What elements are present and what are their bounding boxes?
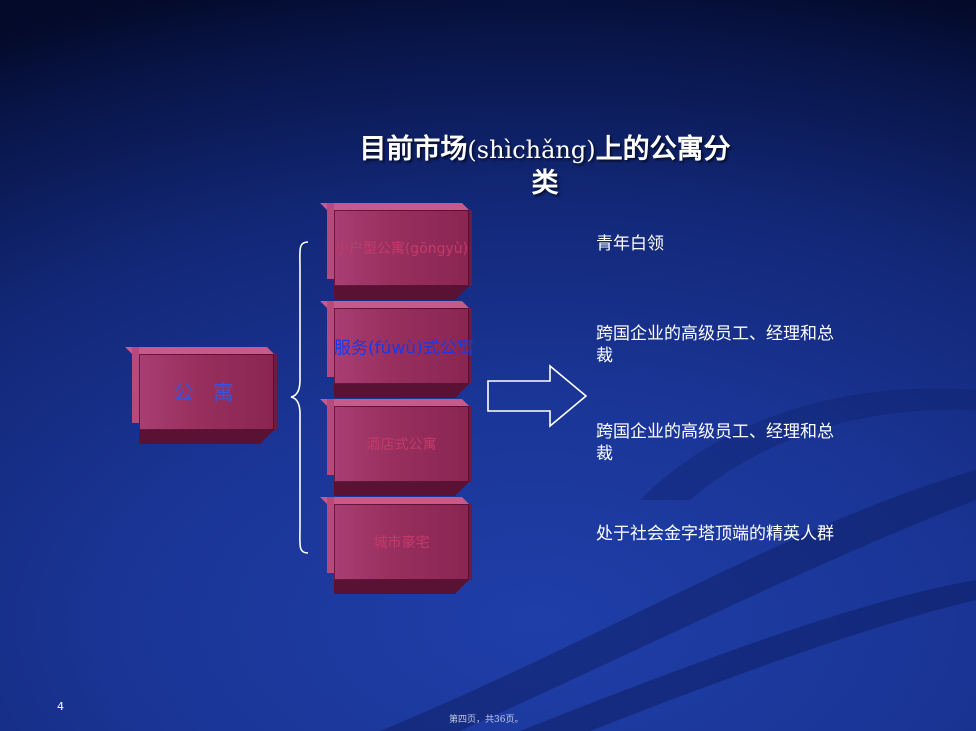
category-box-2: 服务(fúwù)式公寓	[320, 301, 474, 384]
title-prefix: 目前市场	[359, 134, 468, 165]
description-2: 跨国企业的高级员工、经理和总裁	[596, 324, 834, 366]
description-1: 青年白领	[596, 234, 664, 254]
description-3: 跨国企业的高级员工、经理和总裁	[596, 422, 834, 464]
title-pinyin: (shìchǎng)	[467, 136, 596, 164]
category-box-1: 小户型公寓(gōngyù)	[320, 203, 472, 286]
category-label-3: 酒店式公寓	[366, 437, 437, 453]
curly-brace	[290, 241, 309, 554]
category-box-4: 城市豪宅	[320, 497, 472, 580]
category-label-2: 服务(fúwù)式公寓	[334, 338, 474, 359]
category-box-3: 酒店式公寓	[320, 399, 472, 482]
page-number: 4	[57, 700, 64, 713]
description-4: 处于社会金字塔顶端的精英人群	[596, 524, 834, 544]
right-arrow-icon	[487, 364, 588, 428]
category-label-4: 城市豪宅	[373, 535, 430, 551]
main-category-label: 公 寓	[173, 381, 240, 405]
footer-page-info: 第四页，共36页。	[449, 715, 524, 725]
main-category-box: 公 寓	[125, 347, 277, 430]
title-line2: 类	[531, 168, 559, 199]
title-suffix: 上的公寓分	[595, 134, 731, 165]
slide-title: 目前市场(shìchǎng)上的公寓分 类	[330, 133, 760, 201]
category-label-1: 小户型公寓(gōngyù)	[334, 241, 469, 257]
